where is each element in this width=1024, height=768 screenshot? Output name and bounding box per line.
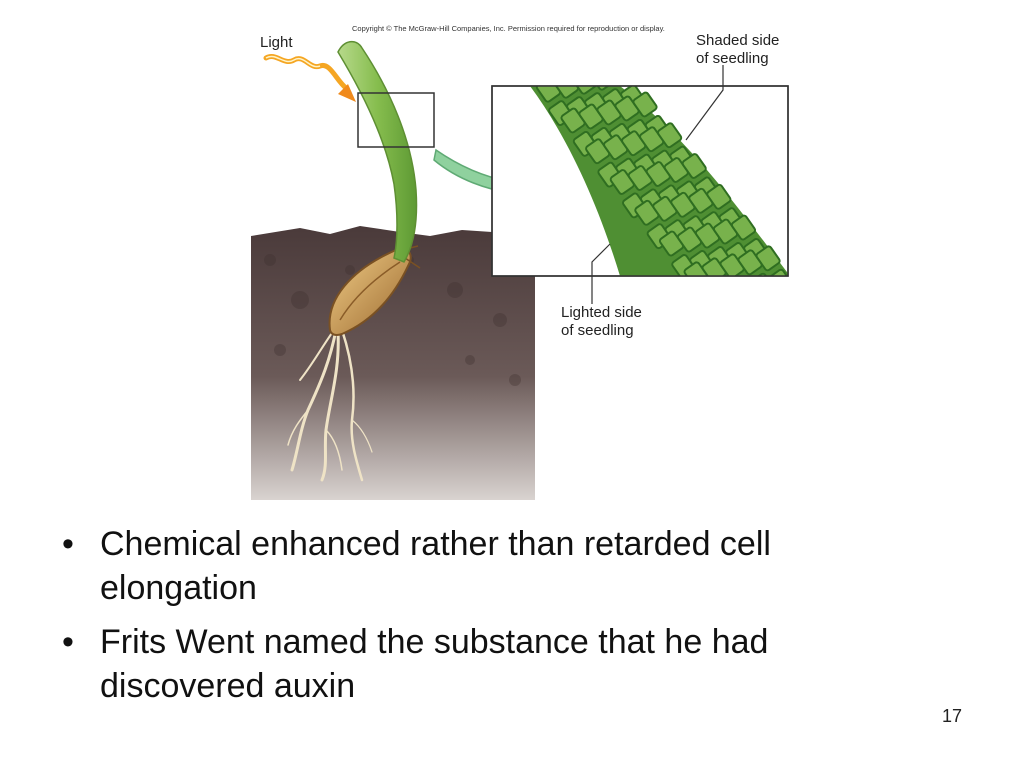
plant-cell [755,245,781,272]
seed [328,245,421,336]
lighted-side-label-line2: of seedling [561,322,634,339]
bullet-glyph: • [62,525,74,563]
plant-cell [730,214,757,241]
plant-cell [657,122,683,149]
coleoptile [337,40,418,263]
shaded-side-label: Shaded side of seedling [696,32,779,68]
bullet-glyph: • [62,623,74,661]
plant-cell [553,86,579,99]
plant-cell [535,86,561,103]
magnify-selection-box [357,92,435,148]
page-number: 17 [941,706,962,726]
plant-cell [632,91,658,118]
bullet-item: • Chemical enhanced rather than retarded… [56,522,936,610]
shaded-side-label-line1: Shaded side [696,32,780,49]
plant-cell [607,86,633,87]
light-arrow [263,54,356,102]
roots [287,328,373,482]
plant-cell [706,183,732,210]
copyright-notice: Copyright © The McGraw-Hill Companies, I… [352,24,665,33]
plant-cell [696,285,721,311]
plant-cell [681,153,707,179]
bullet-item: • Frits Went named the substance that he… [56,620,936,708]
bullet-list: • Chemical enhanced rather than retarded… [56,522,936,718]
light-label: Light [260,34,293,51]
shaded-side-leader [685,65,724,141]
lighted-side-label-line1: Lighted side [561,304,642,321]
shaded-side-label-line2: of seedling [696,50,769,67]
seedling-phototropism-figure: Copyright © The McGraw-Hill Companies, I… [251,24,789,500]
plant-cell [714,281,739,307]
bullet-text: Chemical enhanced rather than retarded c… [100,525,771,607]
bullet-text: Frits Went named the substance that he h… [100,623,769,705]
figure-illustration [251,40,789,500]
zoom-panel [491,85,789,311]
lighted-side-label: Lighted side of seedling [561,304,642,340]
lighted-side-leader [591,243,611,304]
plant-cell [732,277,757,303]
